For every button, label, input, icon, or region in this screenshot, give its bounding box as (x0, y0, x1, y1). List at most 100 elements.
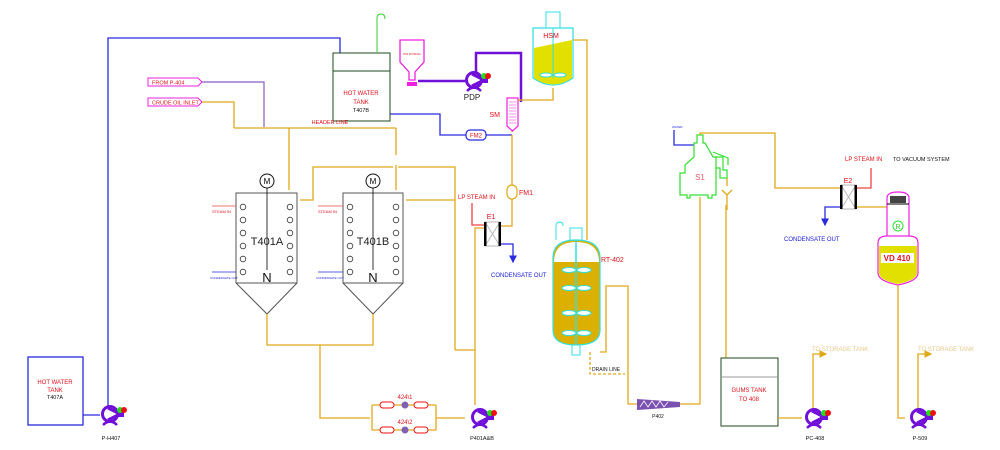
lp-steam-line (471, 203, 484, 226)
pdp-label: PDP (464, 93, 480, 102)
tag-text: FROM P-404 (152, 81, 184, 87)
hsm-to-rt402-line (573, 39, 588, 240)
lp-steam-line-2 (857, 168, 872, 189)
motor-a-icon: M (259, 173, 275, 189)
crude-oil-inlet-tag: CRUDE OIL INLET (147, 97, 203, 107)
condensate-out-line-2 (821, 206, 840, 227)
steam-in-label: STEAM IN (212, 209, 231, 214)
tank-tag: T407A (47, 395, 64, 401)
tag-text: CRUDE OIL INLET (152, 101, 200, 107)
dosing-line (418, 51, 523, 102)
hsm-label: HSM (543, 33, 559, 40)
p402-label: P402 (652, 414, 664, 420)
vent-pipe (376, 13, 386, 53)
heat-exchanger-e1[interactable] (484, 221, 501, 247)
vacuum-dryer-vd410[interactable]: R VD 410 (877, 191, 919, 286)
pump-pc408-icon[interactable] (805, 408, 833, 430)
pump-p509-icon[interactable] (910, 408, 938, 430)
hot-water-line (107, 37, 341, 408)
condensate-out-line (501, 243, 517, 264)
to-storage-label: TO STORAGE TANK (812, 347, 868, 353)
condensate-out-label: CONDENSATE OUT (784, 237, 840, 243)
r-mark: R (895, 224, 900, 231)
high-shear-mixer-hsm[interactable]: HSM (532, 11, 574, 86)
gums-tank[interactable]: GUMS TANK TO 408 (720, 357, 779, 427)
separator-s1[interactable]: S1 (679, 134, 729, 199)
tank-t401a[interactable]: T401A N (235, 188, 298, 315)
flowmeter-fm1[interactable]: FM1 (506, 184, 533, 200)
tank-t401b[interactable]: T401B N (342, 188, 404, 315)
tank-outlet-line (266, 314, 374, 419)
condensate-label: CONDENSATE OUT (210, 276, 238, 280)
hot-water-tank-t407a[interactable]: HOT WATER TANK T407A (27, 356, 84, 426)
s1-label: S1 (695, 173, 705, 182)
agitator-icon: N (262, 270, 271, 285)
pdp-pump-icon[interactable] (465, 71, 493, 93)
hopper-label: PW DOSING (403, 52, 421, 56)
header-line-label: HEADER LINE (312, 120, 349, 126)
hot-water-to-fm2 (390, 113, 512, 136)
condensate-label: CONDENSATE OUT (316, 276, 344, 280)
s1-gums-outlet-line (721, 178, 733, 210)
valve-424-2[interactable] (379, 426, 429, 434)
agitator-icon: N (368, 270, 377, 285)
header-line (234, 127, 397, 190)
rt402-label: RT-402 (601, 257, 624, 264)
tank-tag: T407B (353, 108, 370, 114)
condensate-out-label: CONDENSATE OUT (491, 273, 547, 279)
static-mixer-sm[interactable] (506, 97, 519, 132)
from-p404-tag: FROM P-404 (147, 77, 203, 87)
e2-label: E2 (844, 178, 853, 185)
screw-pump-p402[interactable] (637, 399, 680, 410)
pump-p401-icon[interactable] (471, 408, 499, 430)
pump-label: PC-408 (806, 436, 825, 442)
lp-steam-in-label: LP STEAM IN (845, 157, 882, 163)
pump-ph407-icon[interactable] (101, 405, 129, 427)
fm2-label: FM2 (470, 134, 483, 140)
pump-label: P-509 (913, 436, 928, 442)
vd410-label: VD 410 (884, 254, 911, 263)
valve-424-1[interactable] (379, 401, 429, 409)
valve-manifold (371, 404, 465, 431)
reactor-vent (555, 221, 564, 240)
steam-in-label: STEAM IN (318, 209, 337, 214)
motor-label: M (370, 177, 377, 186)
pump-label: P-H407 (102, 436, 121, 442)
fm1-label: FM1 (519, 190, 533, 197)
dosing-hopper[interactable]: PW DOSING (399, 39, 425, 86)
tank-label: TANK (47, 388, 63, 394)
water-inlet-line (673, 130, 695, 146)
tank-name: T401B (357, 236, 389, 248)
reactor-rt402[interactable] (552, 227, 601, 356)
e1-label: E1 (487, 214, 496, 221)
valve-label: 424\2 (397, 420, 413, 426)
to-vacuum-label: TO VACUUM SYSTEM (893, 157, 950, 163)
vd410-outlet-line (897, 285, 905, 419)
p509-storage-line (917, 350, 933, 408)
gums-tank-label: GUMS TANK (731, 388, 766, 394)
hot-water-tank-t407b[interactable]: HOT WATER TANK T407B (332, 52, 391, 122)
drain-line (589, 352, 625, 375)
crude-oil-line (202, 101, 235, 128)
tank-label: HOT WATER (343, 91, 379, 97)
heating-coils (239, 203, 400, 276)
tank-label: TANK (353, 100, 369, 106)
to-storage-label: TO STORAGE TANK (918, 347, 974, 353)
motor-label: M (264, 177, 271, 186)
pump-label: P401A&B (470, 436, 494, 442)
tank-name: T401A (251, 236, 284, 248)
p404-line (202, 81, 265, 127)
water-label: WATER (672, 125, 683, 129)
pc408-storage-line (812, 350, 828, 408)
heat-exchanger-e2[interactable] (840, 184, 857, 210)
flowmeter-fm2[interactable]: FM2 (465, 129, 487, 141)
recycle-line (300, 166, 475, 351)
sm-label: SM (490, 112, 501, 119)
pump-to-e1-line (474, 227, 485, 405)
valve-label: 424\1 (397, 395, 413, 401)
motor-b-icon: M (365, 173, 381, 189)
sm-to-hsm-line (518, 88, 554, 101)
p402-to-s1-line (680, 197, 701, 405)
